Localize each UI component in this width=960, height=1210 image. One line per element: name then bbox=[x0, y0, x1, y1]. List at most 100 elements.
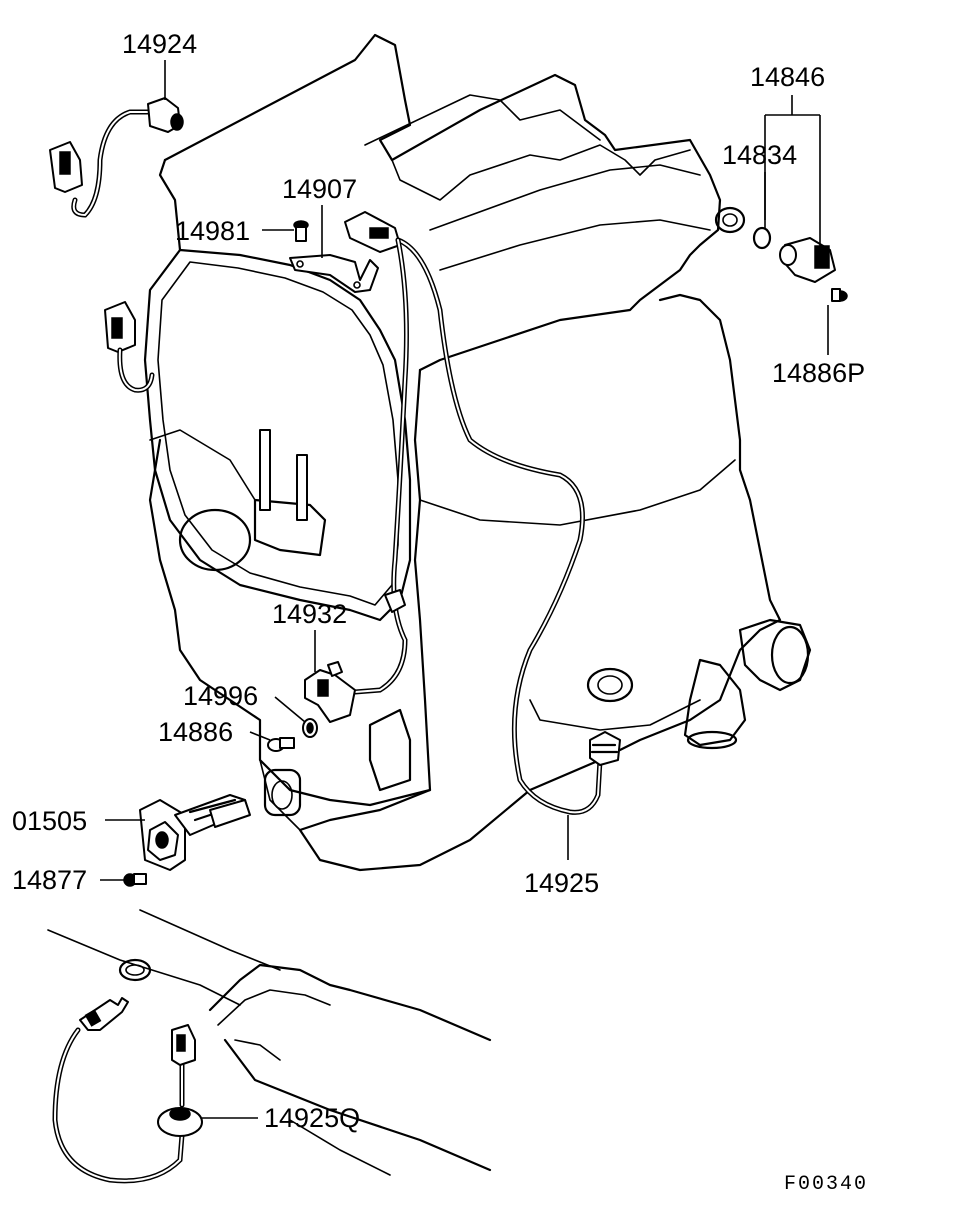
engine-block-lower bbox=[529, 699, 701, 731]
part-14925Q-wire bbox=[52, 1027, 185, 1184]
part-14877-shank bbox=[133, 873, 147, 885]
exhaust-pipe-cut bbox=[234, 1039, 281, 1061]
label-14877: 14877 bbox=[12, 865, 87, 895]
figure-code: F00340 bbox=[784, 1173, 868, 1196]
part-14877-bolt bbox=[123, 873, 147, 887]
part-14925Q-sensor bbox=[52, 997, 203, 1184]
leader-14886 bbox=[249, 731, 271, 741]
part-14932-bracket bbox=[304, 669, 356, 723]
label-14834: 14834 bbox=[722, 140, 797, 170]
part-14925Q-connector-latch bbox=[176, 1034, 186, 1052]
connector-latch bbox=[111, 317, 123, 339]
part-14925-connector-latch bbox=[369, 227, 389, 239]
part-14925-clip bbox=[384, 589, 406, 613]
label-14907: 14907 bbox=[282, 174, 357, 204]
leader-14996 bbox=[274, 696, 306, 723]
exhaust-pipe-drawing bbox=[47, 909, 492, 1176]
part-14925Q-sensor-hex bbox=[84, 1009, 102, 1027]
timing-sensor-connector bbox=[104, 301, 155, 393]
cam-cover-ridge bbox=[364, 94, 601, 146]
part-14925Q-wire-inner bbox=[53, 1029, 183, 1182]
part-14886P-bolt bbox=[831, 288, 848, 302]
part-14924-connector-tab bbox=[59, 151, 71, 175]
part-14907-hole-2 bbox=[353, 281, 361, 289]
left-head-edge bbox=[158, 158, 182, 252]
water-outlet-body bbox=[738, 618, 812, 692]
part-14846-sensor bbox=[779, 237, 836, 283]
part-14886P-shank bbox=[831, 288, 841, 302]
label-14886: 14886 bbox=[158, 717, 233, 747]
engine-hanger-post-1 bbox=[259, 429, 271, 511]
label-01505: 01505 bbox=[12, 806, 87, 836]
block-left-side bbox=[148, 438, 432, 807]
label-14996: 14996 bbox=[183, 681, 258, 711]
water-inlet-opening bbox=[686, 730, 738, 750]
part-01505-assembly bbox=[139, 794, 251, 871]
head-side-line-2 bbox=[439, 219, 711, 271]
part-14925-main-wire bbox=[395, 237, 603, 815]
part-14834-o-ring bbox=[752, 226, 772, 250]
part-14925Q-grommet-inner bbox=[169, 1107, 191, 1121]
engine-block-front-face bbox=[419, 459, 736, 526]
exhaust-pipe-upper-edge bbox=[47, 929, 241, 1006]
part-14886-bolt bbox=[267, 737, 295, 752]
part-14846-tip bbox=[779, 244, 797, 266]
front-pulley-cover bbox=[149, 429, 256, 501]
cam-cover-ridge-2 bbox=[391, 144, 691, 201]
connector-wire-inner bbox=[118, 349, 153, 392]
part-number-labels: 14924 14846 14834 14907 14981 14886P 149… bbox=[12, 29, 868, 1196]
part-14924-sensor bbox=[49, 97, 184, 218]
cam-end-plug bbox=[714, 206, 746, 234]
exhaust-pipe-lower-edge bbox=[223, 1038, 492, 1172]
part-01505-foot bbox=[209, 799, 251, 828]
water-inlet-pipe bbox=[683, 658, 747, 747]
exhaust-gasket-ring bbox=[118, 958, 152, 982]
part-14932-slot bbox=[317, 679, 329, 697]
cam-cover-outline bbox=[163, 33, 722, 372]
exhaust-pipe-flange bbox=[208, 963, 492, 1042]
leader-14846 bbox=[764, 95, 821, 248]
part-14834-ring bbox=[752, 226, 772, 250]
label-14886P: 14886P bbox=[772, 358, 865, 388]
part-14996-inner bbox=[306, 722, 314, 734]
cam-end-plug-inner bbox=[722, 213, 738, 227]
oil-filter-seat-inner bbox=[271, 780, 293, 810]
water-outlet-opening bbox=[770, 625, 810, 685]
label-14924: 14924 bbox=[122, 29, 197, 59]
drain-plug-opening bbox=[586, 667, 634, 703]
part-01505-bore bbox=[155, 831, 169, 849]
connector-wire bbox=[117, 347, 155, 393]
label-14925: 14925 bbox=[524, 868, 599, 898]
part-14932-sensor bbox=[304, 661, 356, 723]
part-14925-branch-wire-inner bbox=[354, 239, 408, 693]
exhaust-pipe-edge-2 bbox=[139, 909, 281, 971]
part-14925-harness bbox=[344, 211, 621, 815]
part-14924-wire-inner bbox=[72, 111, 149, 217]
engine-block-outline bbox=[298, 293, 782, 872]
head-side-line bbox=[429, 164, 701, 231]
label-14932: 14932 bbox=[272, 599, 347, 629]
part-14925-main-wire-inner bbox=[397, 239, 601, 814]
lower-block-bracket bbox=[368, 708, 412, 792]
part-14886-shank bbox=[279, 737, 295, 749]
label-14846: 14846 bbox=[750, 62, 825, 92]
engine-block-drawing bbox=[143, 33, 812, 872]
part-14846-flange bbox=[814, 245, 830, 269]
water-pump-pulley bbox=[178, 508, 252, 572]
alternator-bracket bbox=[253, 498, 327, 557]
exhaust-pipe-flange-inner bbox=[217, 989, 331, 1026]
part-14907-hole bbox=[296, 260, 304, 268]
label-14925Q: 14925Q bbox=[264, 1103, 360, 1133]
part-14996-spacer bbox=[302, 718, 318, 738]
part-14925-grommet bbox=[589, 731, 621, 766]
leader-lines bbox=[100, 60, 829, 1119]
oil-filter-seat bbox=[263, 768, 302, 817]
timing-belt-cover-outline bbox=[143, 248, 412, 622]
part-14981-bolt-shank bbox=[295, 226, 307, 242]
part-14981-bolt bbox=[293, 220, 309, 242]
part-14932-nut bbox=[327, 661, 343, 677]
timing-belt-cover-inner bbox=[157, 261, 399, 606]
part-14907-plate bbox=[289, 254, 379, 293]
engine-hanger-post-2 bbox=[296, 454, 308, 521]
